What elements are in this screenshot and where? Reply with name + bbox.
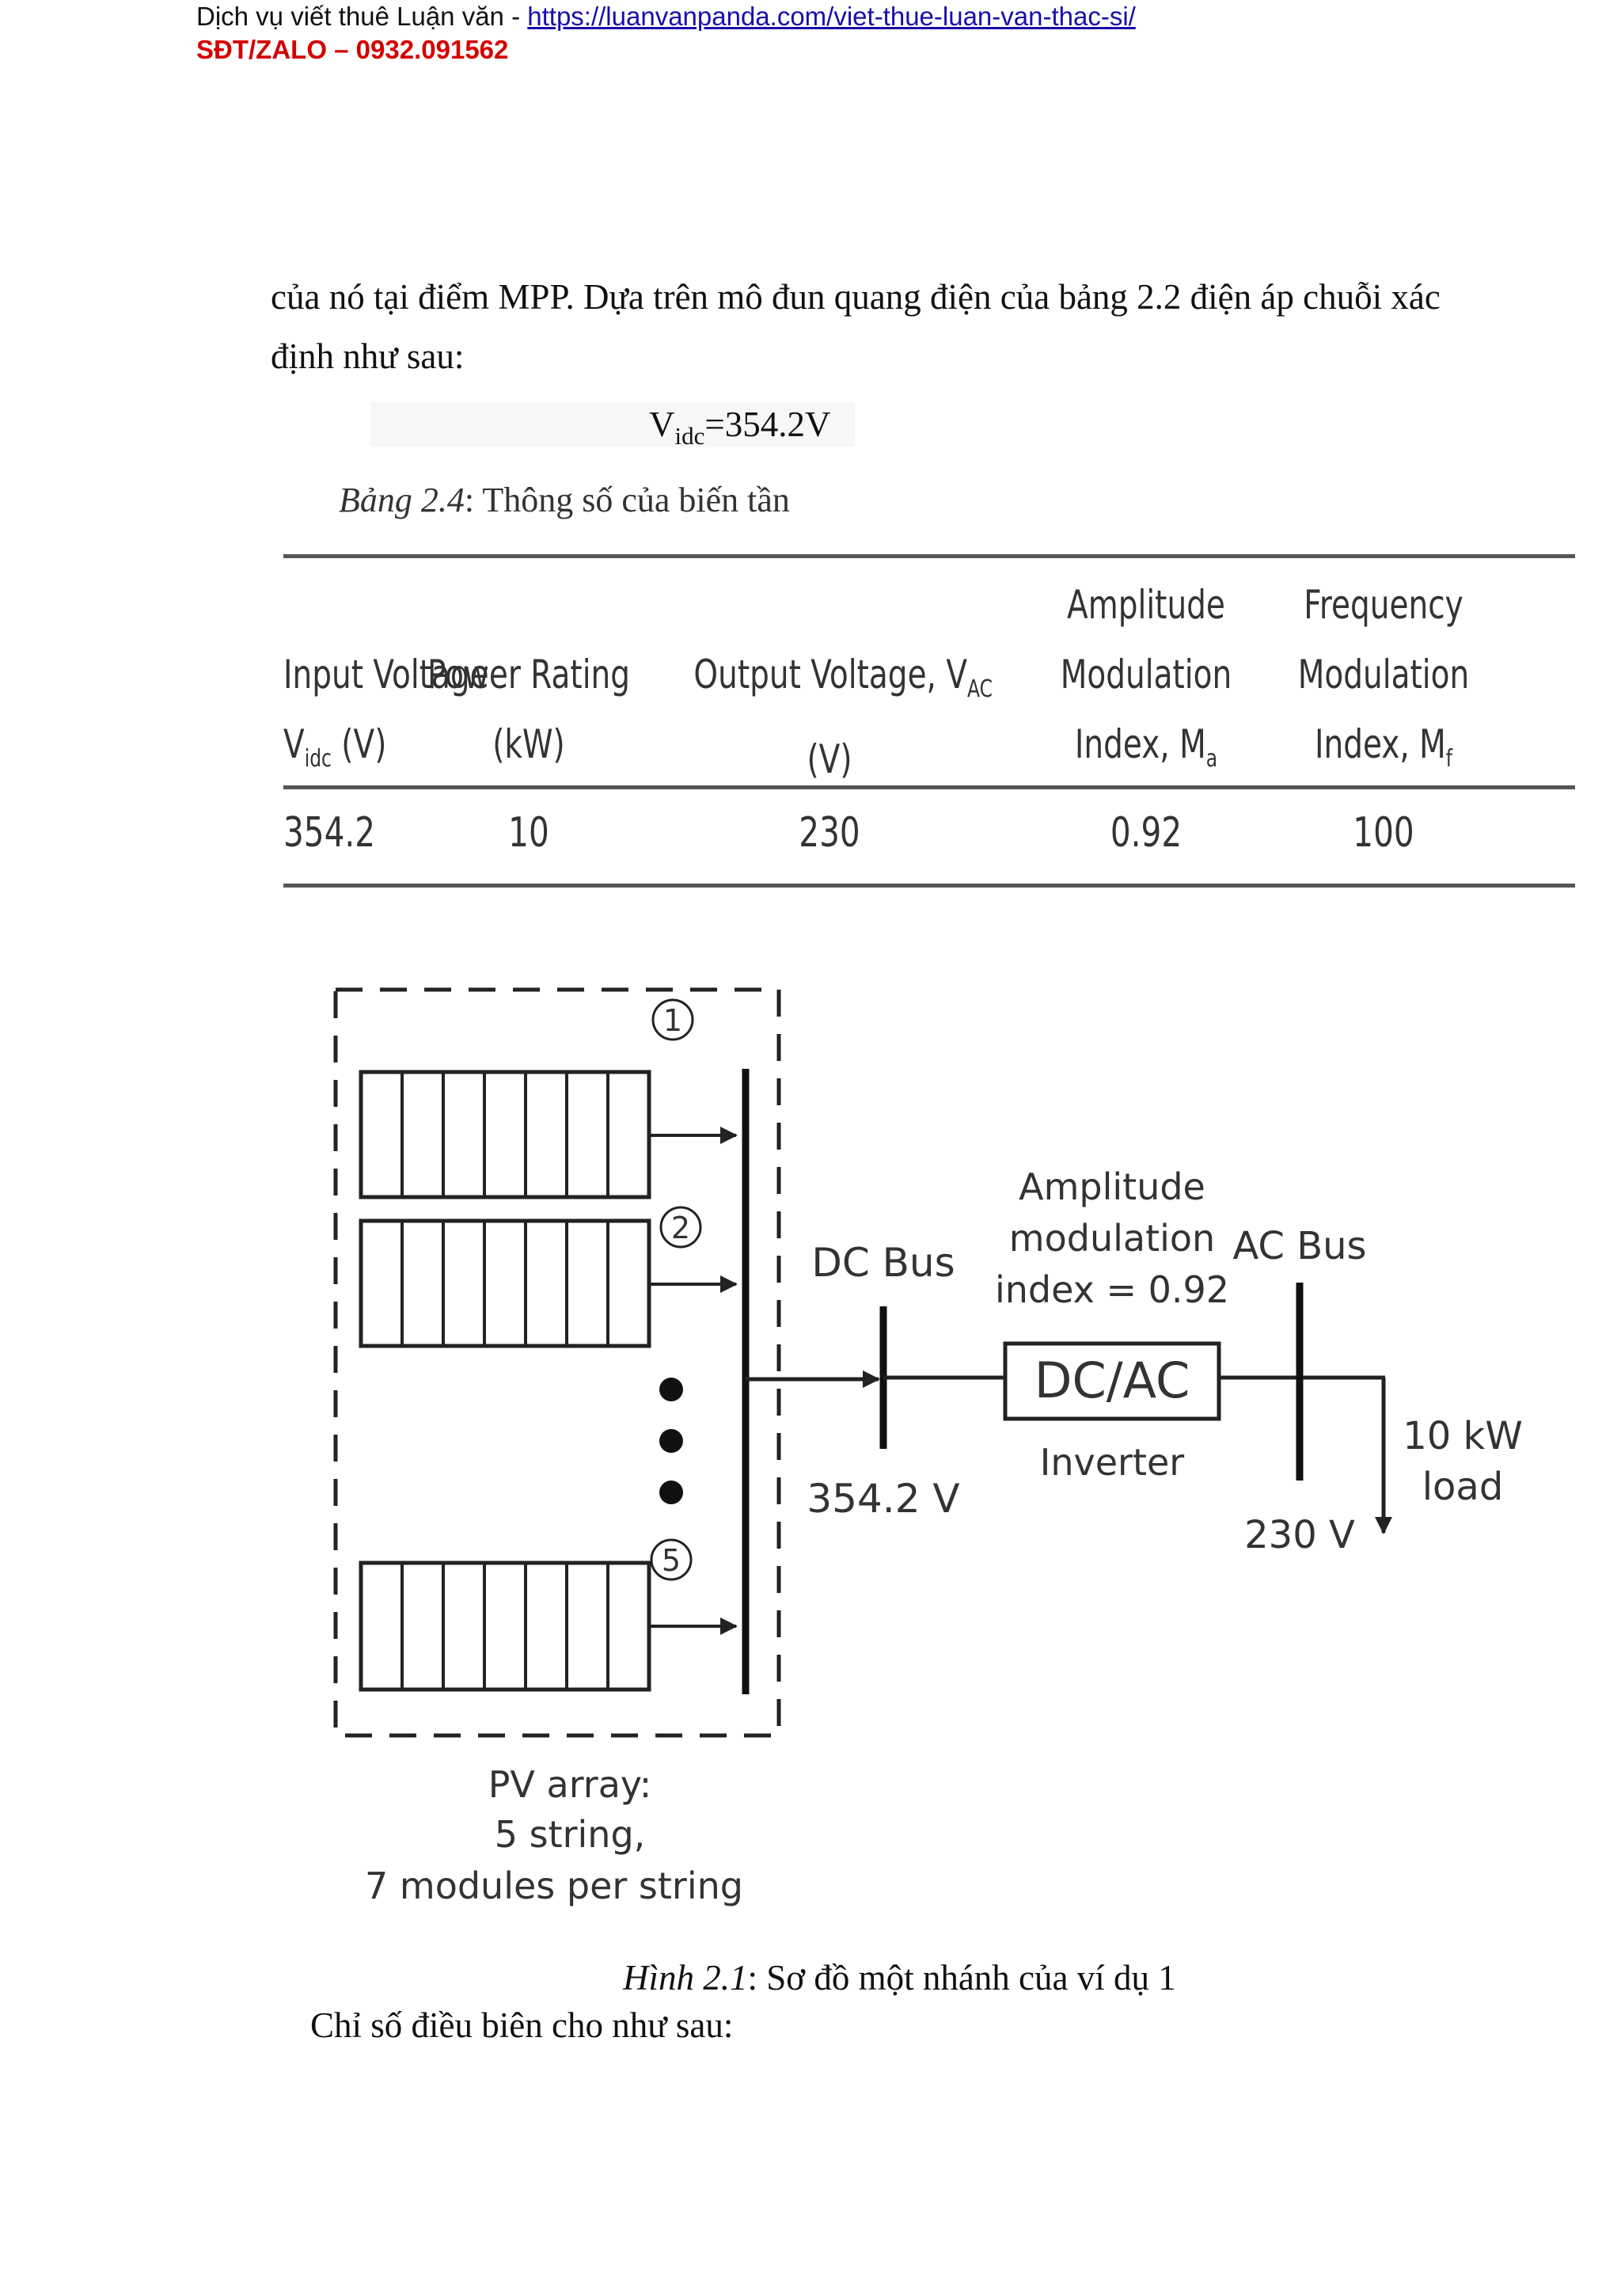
load-label-line-2: load <box>1422 1465 1504 1509</box>
amplitude-label-line-3: index = 0.92 <box>995 1268 1229 1311</box>
inverter-title: DC/AC <box>1034 1351 1190 1409</box>
pv-array-boundary <box>333 987 781 1738</box>
hotline-text: SĐT/ZALO – 0932.091562 <box>196 35 509 64</box>
string-label-1: 1 <box>663 1003 682 1038</box>
equation-box: Vidc=354.2V <box>370 402 855 450</box>
header-input-voltage: Input Voltage Vidc (V) <box>283 652 489 773</box>
header-power-rating: Power Rating (kW) <box>427 652 631 767</box>
table-caption-text: : Thông số của biến tần <box>464 481 790 519</box>
cell-power-rating: 10 <box>508 809 549 857</box>
string-marker-2 <box>659 1206 702 1249</box>
inverter-box <box>1003 1341 1221 1421</box>
table-mid-rule <box>283 785 1575 789</box>
inverter-label: Inverter <box>1040 1441 1184 1484</box>
closing-text: Chỉ số điều biên cho như sau: <box>310 2005 734 2045</box>
single-line-diagram: 1 2 5 DC Bus 354.2 V DC/AC Inverter Ampl… <box>333 987 1523 1907</box>
dc-bus-voltage: 354.2 V <box>807 1476 959 1522</box>
string-marker-5 <box>650 1538 693 1581</box>
amplitude-label-line-2: modulation <box>1009 1217 1215 1260</box>
figure-caption: Hình 2.1: Sơ đồ một nhánh của ví dụ 1 <box>623 1957 1176 1998</box>
table-caption-prefix: Bảng 2.4 <box>339 481 465 519</box>
dc-bus-label: DC Bus <box>811 1240 955 1286</box>
ellipsis-dot <box>659 1429 683 1453</box>
string-label-2: 2 <box>671 1211 690 1245</box>
page-header: Dịch vụ viết thuê Luận văn - https://lua… <box>196 0 1136 67</box>
equation-text: Vidc=354.2V <box>649 405 831 450</box>
header-frequency-modulation-index: Frequency Modulation Index, Mf <box>1297 582 1470 773</box>
load-label-line-1: 10 kW <box>1403 1414 1523 1458</box>
cell-frequency-index: 100 <box>1353 809 1414 857</box>
cell-output-voltage: 230 <box>799 809 860 857</box>
figure-caption-prefix: Hình 2.1 <box>623 1958 748 1998</box>
pv-array-label-line-2: 5 string, <box>495 1813 646 1856</box>
pv-array-label-line-1: PV array: <box>488 1763 652 1806</box>
pv-string-5 <box>359 1560 738 1692</box>
figure-caption-text: : Sơ đồ một nhánh của ví dụ 1 <box>747 1958 1176 1998</box>
string-label-5: 5 <box>662 1543 681 1578</box>
service-text: Dịch vụ viết thuê Luận văn - <box>196 2 528 31</box>
pv-string-2 <box>359 1218 738 1348</box>
website-link[interactable]: https://luanvanpanda.com/viet-thue-luan-… <box>527 2 1136 31</box>
service-line: Dịch vụ viết thuê Luận văn - https://lua… <box>196 0 1136 33</box>
body-paragraph: của nó tại điểm MPP. Dựa trên mô đun qua… <box>271 277 1441 376</box>
table-top-rule <box>283 554 1575 558</box>
table-caption: Bảng 2.4: Thông số của biến tần <box>339 480 790 520</box>
header-output-voltage: Output Voltage, VAC (V) <box>693 652 993 782</box>
header-amplitude-modulation-index: Amplitude Modulation Index, Ma <box>1060 582 1232 773</box>
cell-amplitude-index: 0.92 <box>1110 809 1183 857</box>
pv-array-label-line-3: 7 modules per string <box>365 1865 743 1907</box>
string-marker-1 <box>651 998 694 1041</box>
pv-string-1 <box>359 1070 738 1199</box>
table-bottom-rule <box>283 884 1575 888</box>
ac-bus-label: AC Bus <box>1232 1224 1366 1268</box>
ellipsis-dot <box>659 1481 683 1504</box>
ac-bus-voltage: 230 V <box>1244 1513 1355 1557</box>
cell-input-voltage: 354.2 <box>283 809 376 857</box>
ellipsis-dot <box>659 1378 683 1401</box>
amplitude-label-line-1: Amplitude <box>1019 1165 1205 1208</box>
